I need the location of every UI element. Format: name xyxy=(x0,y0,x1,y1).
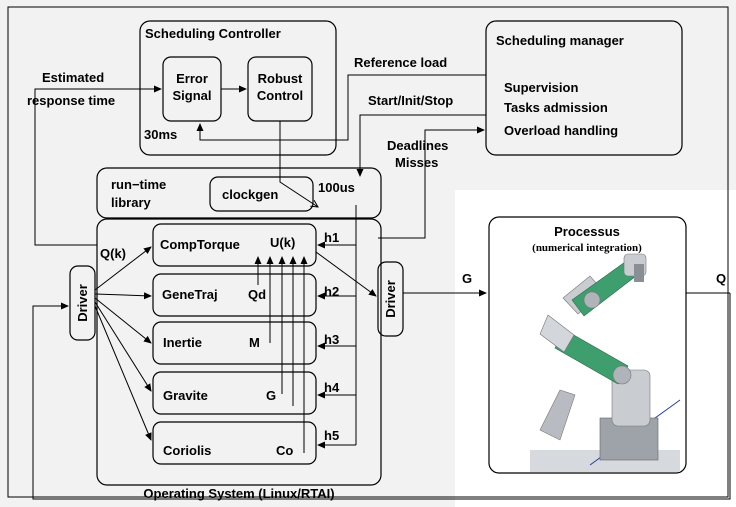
trigger-h5: h5 xyxy=(324,428,339,443)
trigger-h3: h3 xyxy=(324,332,339,347)
left-driver-label: Driver xyxy=(75,284,90,322)
task-coriolis: Coriolis Co xyxy=(152,421,317,465)
clock-period-label: 100us xyxy=(318,180,355,195)
right-driver-label: Driver xyxy=(383,280,398,318)
clockgen-box xyxy=(209,176,314,212)
svg-text:Coriolis: Coriolis xyxy=(163,443,211,458)
scheduling-controller-title: Scheduling Controller xyxy=(145,26,281,41)
task-inertie: Inertie M xyxy=(152,321,317,365)
svg-text:Co: Co xyxy=(276,443,293,458)
task-container-box xyxy=(96,218,382,486)
trigger-h2: h2 xyxy=(324,284,339,299)
scheduling-manager-box xyxy=(485,20,683,156)
right-driver-box xyxy=(377,261,404,337)
runtime-library-box xyxy=(96,167,382,219)
error-signal-label-2: Signal xyxy=(172,88,211,103)
left-driver-box xyxy=(69,265,96,341)
svg-text:CompTorque: CompTorque xyxy=(160,237,240,252)
response-time-label: response time xyxy=(27,93,115,108)
scheduling-controller-box xyxy=(139,20,337,156)
manager-item-overload-handling: Overload handling xyxy=(504,123,618,138)
g-output-label: G xyxy=(462,271,472,286)
q-output-label: Q xyxy=(716,271,726,286)
start-init-stop-label: Start/Init/Stop xyxy=(368,93,453,108)
trigger-h1: h1 xyxy=(324,230,339,245)
controller-period-label: 30ms xyxy=(144,127,177,142)
svg-text:U(k): U(k) xyxy=(270,235,295,250)
task-genetraj: GeneTraj Qd xyxy=(152,273,317,317)
svg-text:G: G xyxy=(266,388,276,403)
estimated-label: Estimated xyxy=(42,70,104,85)
runtime-library-label-2: library xyxy=(111,195,152,210)
svg-text:Inertie: Inertie xyxy=(163,335,202,350)
processus-subtitle: (numerical integration) xyxy=(532,242,642,254)
os-label: Operating System (Linux/RTAI) xyxy=(143,486,334,501)
svg-text:Gravite: Gravite xyxy=(163,388,208,403)
task-gravite: Gravite G xyxy=(152,371,317,415)
robot-arm-image xyxy=(530,253,681,472)
deadlines-label: Deadlines xyxy=(387,138,448,153)
robust-control-label-2: Control xyxy=(257,88,303,103)
qk-label: Q(k) xyxy=(100,246,126,261)
manager-item-supervision: Supervision xyxy=(504,80,578,95)
svg-text:M: M xyxy=(249,335,260,350)
scheduling-manager-title: Scheduling manager xyxy=(496,33,624,48)
robust-control-label-1: Robust xyxy=(258,71,303,86)
processus-title: Processus xyxy=(554,224,620,239)
reference-load-label: Reference load xyxy=(354,55,447,70)
svg-text:GeneTraj: GeneTraj xyxy=(162,287,218,302)
svg-text:Qd: Qd xyxy=(248,287,266,302)
runtime-library-label-1: run−time xyxy=(111,177,166,192)
task-comptorque: CompTorque U(k) xyxy=(152,223,317,267)
clockgen-label: clockgen xyxy=(222,187,278,202)
error-signal-label-1: Error xyxy=(176,71,208,86)
misses-label: Misses xyxy=(395,155,438,170)
trigger-h4: h4 xyxy=(324,380,340,395)
manager-item-tasks-admission: Tasks admission xyxy=(504,100,608,115)
